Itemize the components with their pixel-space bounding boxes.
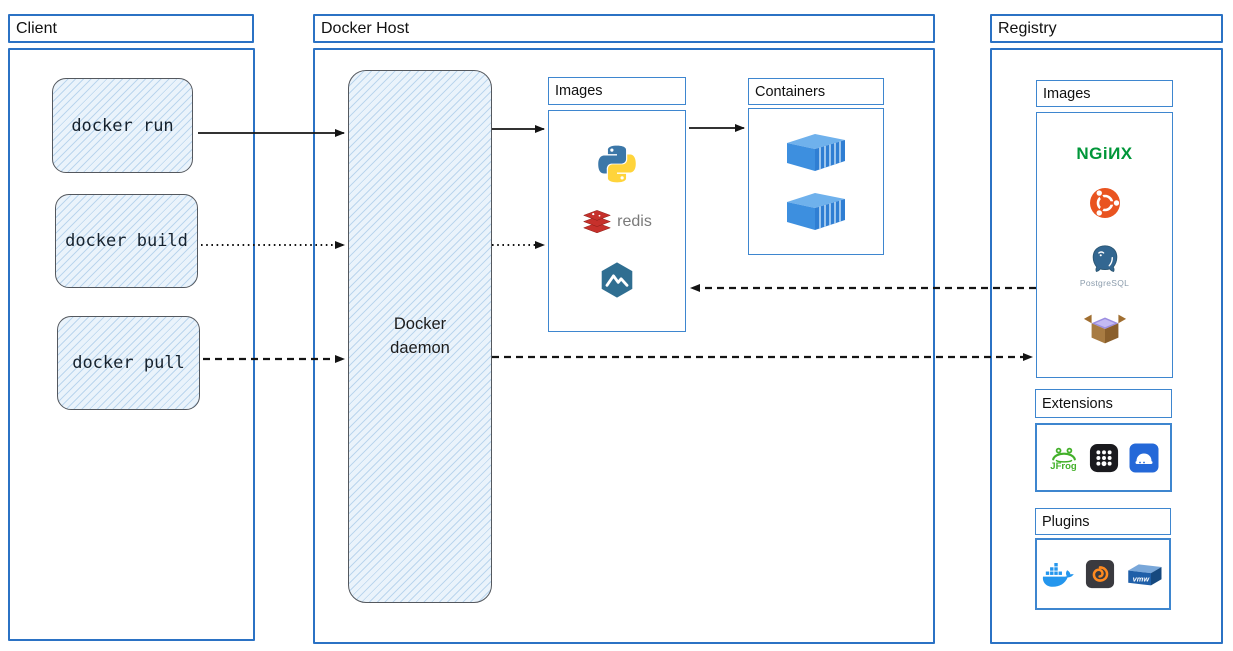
registry-section-header: Registry (990, 14, 1223, 43)
redis-logo-icon (583, 210, 612, 234)
busybox-logo-icon (1083, 314, 1126, 344)
extensions-list: JFrog (1035, 423, 1172, 492)
docker-host-section-header: Docker Host (313, 14, 935, 43)
containers-header: Containers (748, 78, 884, 105)
redis-label: redis (617, 213, 652, 230)
python-logo-icon (598, 145, 636, 182)
grafana-icon (1085, 559, 1115, 589)
vmware-icon: vmw (1128, 564, 1162, 586)
docker-daemon-label: Docker daemon (390, 314, 450, 357)
jfrog-logo-icon (1051, 447, 1076, 463)
container-icon (787, 134, 845, 171)
host-images-title: Images (555, 83, 603, 99)
containers-title: Containers (755, 83, 826, 100)
jfrog-label: JFrog (1050, 460, 1077, 472)
extensions-header: Extensions (1035, 389, 1172, 418)
plugins-header: Plugins (1035, 508, 1171, 535)
postgresql-logo-block: PostgreSQL (1080, 243, 1129, 288)
redis-logo-row: redis (582, 209, 652, 235)
postgresql-logo-icon (1092, 244, 1117, 272)
docker-pull-label: docker pull (72, 353, 185, 373)
postgresql-label: PostgreSQL (1079, 277, 1130, 288)
client-section-title: Client (16, 19, 57, 37)
server-dome-icon (1129, 443, 1158, 472)
jfrog-logo-block: JFrog (1049, 444, 1079, 472)
containers-list (748, 108, 884, 255)
containers-box (748, 108, 884, 255)
app-grid-icon (1089, 443, 1118, 472)
node-docker-pull: docker pull (57, 316, 200, 410)
ubuntu-logo-icon (1089, 188, 1120, 219)
host-images-header: Images (548, 77, 686, 105)
node-docker-daemon: Docker daemon (348, 70, 492, 603)
plugins-title: Plugins (1042, 513, 1090, 530)
registry-images-header: Images (1036, 80, 1173, 107)
registry-images-list: NGiИX PostgreSQL (1036, 112, 1173, 378)
client-section-header: Client (8, 14, 254, 43)
docker-whale-icon (1042, 562, 1075, 587)
container-icon (787, 193, 845, 230)
docker-host-section-title: Docker Host (321, 19, 410, 37)
extensions-title: Extensions (1042, 395, 1113, 412)
vmware-label: vmw (1133, 574, 1151, 583)
nginx-logo: NGiИX (1076, 144, 1133, 164)
registry-images-title: Images (1043, 85, 1091, 102)
registry-section-title: Registry (998, 19, 1057, 37)
node-docker-run: docker run (52, 78, 193, 173)
node-docker-build: docker build (55, 194, 198, 288)
host-images-list: redis (548, 110, 686, 332)
docker-run-label: docker run (71, 115, 174, 136)
docker-build-label: docker build (65, 231, 188, 251)
plugins-list: vmw (1035, 538, 1171, 610)
alpine-logo-icon (601, 261, 633, 298)
